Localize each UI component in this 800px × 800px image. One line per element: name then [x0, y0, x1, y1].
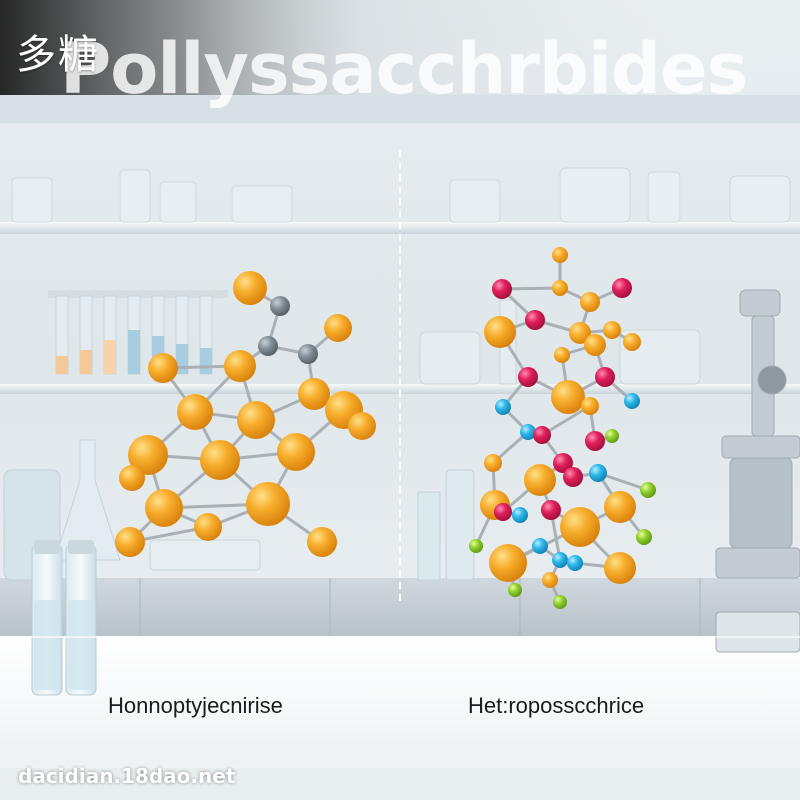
bond-line [540, 404, 592, 437]
cyan-atom [512, 507, 528, 523]
orange-atom [604, 552, 636, 584]
orange-atom [128, 435, 168, 475]
orange-atom [233, 271, 267, 305]
magenta-atom [553, 453, 573, 473]
lime-atom [508, 583, 522, 597]
magenta-atom [533, 426, 551, 444]
orange-atom [115, 527, 145, 557]
orange-atom [145, 489, 183, 527]
orange-atom [177, 394, 213, 430]
orange-atom [623, 333, 641, 351]
gray-atom [270, 296, 290, 316]
upper-cabinet [0, 95, 800, 123]
orange-atom [348, 412, 376, 440]
magenta-atom [612, 278, 632, 298]
orange-atom [554, 347, 570, 363]
orange-atom [484, 454, 502, 472]
magenta-atom [525, 310, 545, 330]
magenta-atom [595, 367, 615, 387]
lime-atom [553, 595, 567, 609]
lime-atom [469, 539, 483, 553]
orange-atom [148, 353, 178, 383]
cyan-atom [567, 555, 583, 571]
gray-atom [298, 344, 318, 364]
orange-atom [246, 482, 290, 526]
right-caption: Het:roposscchrice [468, 693, 645, 718]
shelf-middle [0, 384, 800, 394]
orange-atom [484, 316, 516, 348]
orange-atom [581, 397, 599, 415]
orange-atom [119, 465, 145, 491]
orange-atom [552, 247, 568, 263]
orange-atom [194, 513, 222, 541]
cyan-atom [624, 393, 640, 409]
cyan-atom [532, 538, 548, 554]
magenta-atom [585, 431, 605, 451]
orange-atom [560, 507, 600, 547]
bottom-strip-bg [0, 768, 800, 800]
orange-atom [200, 440, 240, 480]
orange-atom [552, 280, 568, 296]
gray-atom [258, 336, 278, 356]
orange-atom [237, 401, 275, 439]
orange-atom [324, 314, 352, 342]
bench-top [0, 636, 800, 766]
magenta-atom [563, 467, 583, 487]
orange-atom [489, 544, 527, 582]
front-vials [31, 540, 97, 696]
title-banner-shade [0, 0, 800, 95]
orange-atom [551, 380, 585, 414]
magenta-atom [518, 367, 538, 387]
top-shelf-bottles [11, 167, 791, 223]
bench-glassware [3, 439, 475, 581]
orange-atom [224, 350, 256, 382]
magenta-atom [541, 500, 561, 520]
site-watermark: dacidian.18dao.net [18, 764, 236, 788]
orange-atom [524, 464, 556, 496]
orange-atom [569, 322, 591, 344]
chinese-title: 多糖 [16, 32, 100, 78]
orange-atom [542, 572, 558, 588]
cyan-atom [495, 399, 511, 415]
magenta-atom [494, 503, 512, 521]
homopolysaccharide-molecule [115, 271, 376, 557]
left-caption: Honnoptyjecnirise [108, 693, 283, 718]
orange-atom [604, 491, 636, 523]
cyan-atom [552, 552, 568, 568]
lime-atom [605, 429, 619, 443]
orange-atom [584, 334, 606, 356]
cyan-atom [589, 464, 607, 482]
orange-atom [307, 527, 337, 557]
english-title: Pollyssacchrbides [60, 28, 748, 110]
lime-atom [640, 482, 656, 498]
orange-atom [298, 378, 330, 410]
magenta-atom [492, 279, 512, 299]
heteropolysaccharide-molecule [469, 247, 656, 609]
cyan-atom [520, 424, 536, 440]
orange-atom [277, 433, 315, 471]
microscope [715, 289, 800, 653]
lime-atom [636, 529, 652, 545]
orange-atom [603, 321, 621, 339]
orange-atom [580, 292, 600, 312]
